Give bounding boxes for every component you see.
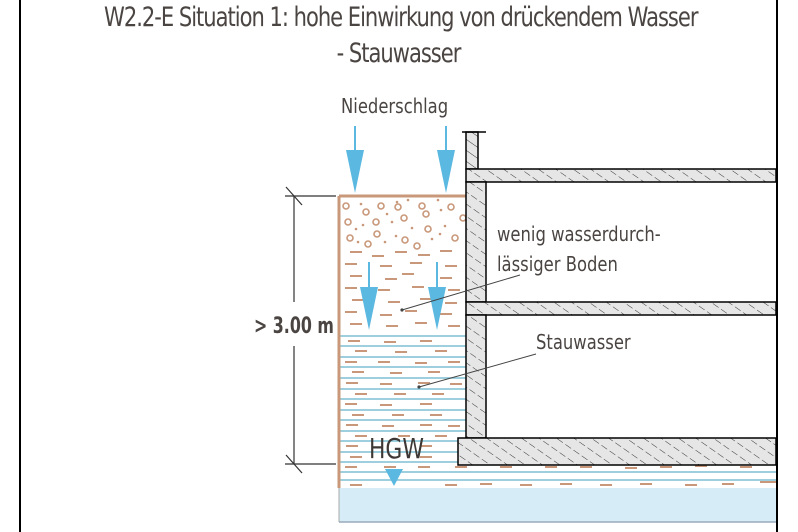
precipitation-label: Niederschlag [341,94,449,118]
leader-lines [401,274,537,388]
gravel-layer [342,202,467,250]
soil-dashes [345,250,776,486]
title-line-1: W2.2-E Situation 1: hohe Einwirkung von … [104,2,698,33]
dimension-line [285,186,336,474]
groundwater-label: HGW [369,432,424,465]
groundwater-level-marker [385,469,403,486]
soil-label-line-1: wenig wasserdurch- [497,222,661,246]
diagram-title: W2.2-E Situation 1: hohe Einwirkung von … [104,0,698,72]
dimension-label: > 3.00 m [254,314,334,339]
precipitation-arrows [346,126,455,330]
gravel-dots [354,198,447,244]
perched-water-label: Stauwasser [536,330,631,354]
soil-outline [337,194,466,488]
title-line-2: - Stauwasser [336,38,462,69]
frame-border-right [776,0,778,532]
groundwater-zone [338,488,776,523]
building-section [457,131,777,466]
perched-water-zone [340,335,776,481]
frame-border-left [19,0,21,532]
soil-label-line-2: lässiger Boden [497,252,618,276]
